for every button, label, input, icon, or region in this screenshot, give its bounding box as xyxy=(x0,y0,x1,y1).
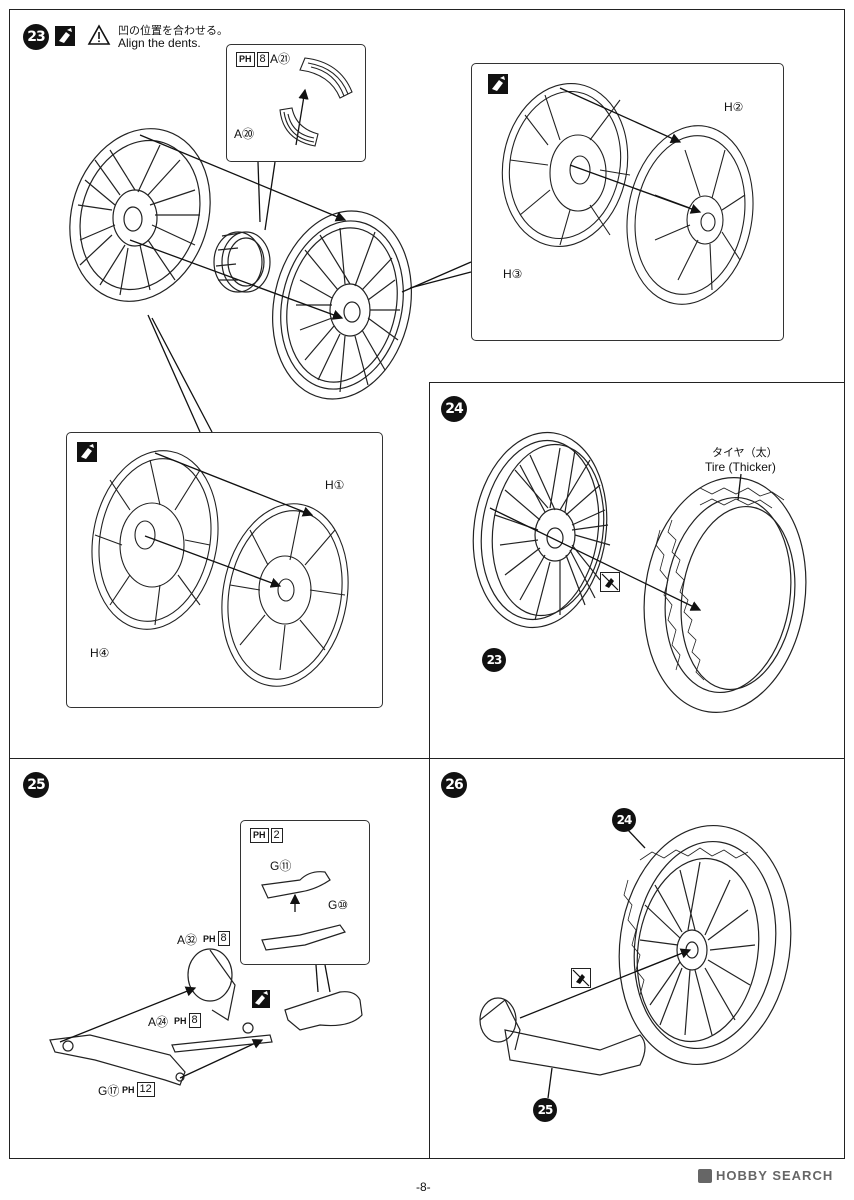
cement-icon-step25 xyxy=(252,990,270,1008)
part-h2-label: H② xyxy=(724,100,744,114)
part-g17-label: G⑰ xyxy=(98,1084,120,1098)
step-26-callout-25: 25 xyxy=(533,1098,557,1122)
part-g10-label: G⑩ xyxy=(328,898,349,912)
step-26-callout-24: 24 xyxy=(612,808,636,832)
no-cement-icon xyxy=(600,572,620,592)
inset-wheel-h1-h4 xyxy=(66,432,383,708)
tire-label-jp: タイヤ（太） xyxy=(712,446,778,459)
page-number: -8- xyxy=(416,1180,431,1194)
step-26-number: 26 xyxy=(441,772,467,798)
warning-en: Align the dents. xyxy=(118,36,201,50)
step-25-number: 25 xyxy=(23,772,49,798)
inset-swingarm-cover xyxy=(240,820,370,965)
part-h3-label: H③ xyxy=(503,267,523,281)
watermark-text: HOBBY SEARCH xyxy=(716,1168,834,1183)
no-cement-icon-step26 xyxy=(571,968,591,988)
cement-icon xyxy=(55,26,75,46)
part-a21-label: A㉑ xyxy=(270,52,291,66)
cement-icon-inset-lower xyxy=(77,442,97,462)
warning-jp: 凹の位置を合わせる。 xyxy=(118,24,228,37)
watermark: HOBBY SEARCH xyxy=(698,1168,833,1183)
divider-step24-top xyxy=(429,382,845,383)
part-g11-label: G⑪ xyxy=(270,859,292,873)
warning-icon xyxy=(87,24,111,46)
divider-vertical-upper xyxy=(429,382,430,758)
step-23-number: 23 xyxy=(23,24,49,50)
part-h1-label: H① xyxy=(325,478,345,492)
part-a24-label: A㉔ xyxy=(148,1015,169,1029)
part-h4-label: H④ xyxy=(90,646,110,660)
cement-icon-inset xyxy=(488,74,508,94)
page-frame xyxy=(9,9,845,1159)
step-24-callout-23: 23 xyxy=(482,648,506,672)
part-a32-label: A㉜ xyxy=(177,933,198,947)
step-24-number: 24 xyxy=(441,396,467,422)
divider-mid xyxy=(9,758,845,759)
part-a20-label: A⑳ xyxy=(234,127,255,141)
tire-label-en: Tire (Thicker) xyxy=(705,460,776,474)
watermark-logo-icon xyxy=(698,1168,712,1183)
divider-vertical-lower xyxy=(429,758,430,1159)
